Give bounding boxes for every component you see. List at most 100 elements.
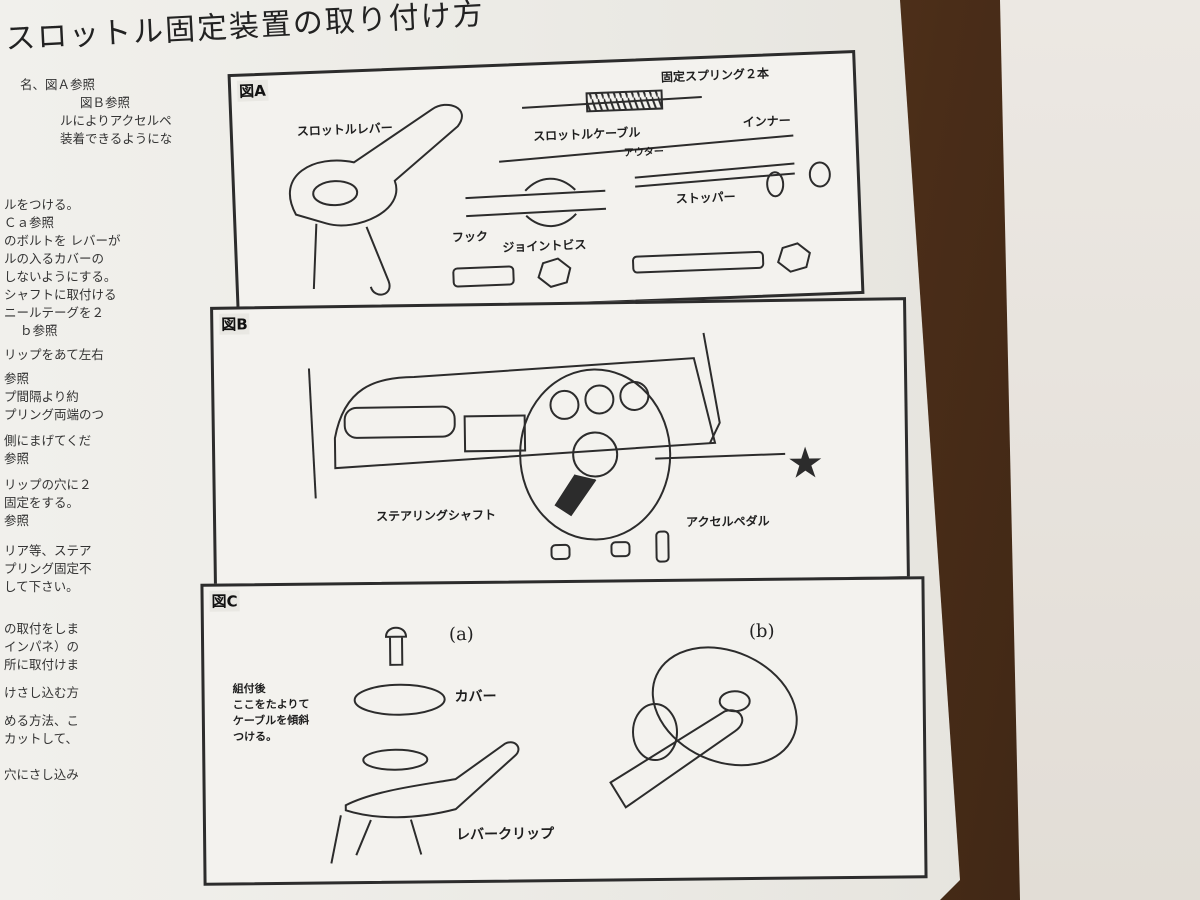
sub-figure-a-label: (a) <box>448 623 474 646</box>
text-line: 図Ｂ参照 <box>80 95 131 110</box>
a-pillar-right <box>703 333 720 443</box>
inner-label: インナー <box>742 113 792 130</box>
pointer-line <box>655 454 785 459</box>
text-line: カットして、 <box>4 731 79 746</box>
nut-large <box>777 243 810 272</box>
pedal-3 <box>656 531 668 561</box>
cover-label: カバー <box>454 688 497 706</box>
figure-a-drawing <box>231 53 862 315</box>
text-line: インパネ）の <box>4 639 80 654</box>
star-icon <box>789 446 822 478</box>
figure-b-drawing <box>213 300 822 586</box>
joint-screw-short <box>453 266 514 286</box>
washer-disc <box>363 749 427 770</box>
steering-wheel <box>519 368 671 540</box>
text-line: ルの入るカバーの <box>4 251 105 266</box>
note-line: ここをたよりて <box>232 697 310 712</box>
note-line: ケーブルを傾斜 <box>232 713 310 728</box>
text-line: して下さい。 <box>4 579 79 594</box>
text-line: 所に取付けま <box>4 657 80 672</box>
gauge-2 <box>585 385 613 413</box>
lever-hub <box>313 180 358 206</box>
stopper-label: ストッパー <box>675 189 736 207</box>
text-line: プリング両端のつ <box>4 407 105 422</box>
cable-stub <box>331 815 342 863</box>
clip-arms <box>356 820 421 856</box>
figure-c-drawing <box>203 579 924 883</box>
text-line: ルによりアクセルペ <box>60 113 172 128</box>
text-line: Ｃａ参照 <box>4 215 55 230</box>
throttle-cable-line <box>499 135 794 161</box>
figure-b-label: 図B <box>219 313 250 335</box>
text-line: プ間隔より約 <box>4 389 79 404</box>
text-line: 参照 <box>4 451 30 466</box>
assembly-note: 組付後 ここをたよりて ケーブルを傾斜 つける。 <box>232 681 309 746</box>
stopper-ring-2 <box>809 162 830 187</box>
lever-clip-shape <box>345 742 519 818</box>
a-pillar-left <box>309 368 316 498</box>
text-line: プリング固定不 <box>4 561 92 576</box>
note-line: つける。 <box>232 730 278 744</box>
document-title: スロットル固定装置の取り付け方 <box>4 0 486 57</box>
dashboard-outline <box>334 358 715 468</box>
steering-wheel-b <box>634 625 816 787</box>
note-line: 組付後 <box>232 682 266 696</box>
glovebox <box>344 406 454 438</box>
text-line: 側にまげてくだ <box>4 433 92 448</box>
bolt-shape <box>386 628 406 665</box>
hub-b <box>720 691 750 711</box>
joint-screw-label: ジョイントビス <box>502 237 587 255</box>
text-line: ｂ参照 <box>20 323 58 338</box>
figure-a-panel: 図A スロットルレバー 固定スプリング２本 スロットルケーブル インナー アウタ… <box>227 50 865 318</box>
pedal-1 <box>551 545 569 559</box>
text-line: シャフトに取付ける <box>4 287 117 302</box>
figure-c-panel: 図C (a) (b) カバー レバークリップ 組付後 ここをたよりて ケーブルを… <box>200 576 928 886</box>
lever-clip-label: レバークリップ <box>456 826 555 844</box>
stopper-shape <box>635 163 796 186</box>
gauge-1 <box>550 391 578 419</box>
text-line: の取付をしま <box>4 621 80 636</box>
text-line: リップの穴に２ <box>4 477 92 492</box>
text-line: 装着できるようにな <box>60 131 173 146</box>
text-line <box>0 596 200 614</box>
background-card <box>1000 0 1200 900</box>
figure-b-panel: 図B ステアリングシャフト アクセルペダル <box>210 297 910 589</box>
instruction-sheet: スロットル固定装置の取り付け方 名、図Ａ参照 図Ｂ参照 ルによりアクセルペ 装着… <box>0 0 960 900</box>
text-line: リップをあて左右 <box>4 347 104 362</box>
text-line: けさし込む方 <box>4 685 80 700</box>
text-line: ルをつける。 <box>4 197 80 212</box>
lever-clip-arms <box>311 221 390 297</box>
outer-label: アウター <box>623 146 665 159</box>
hook-shape <box>465 177 607 230</box>
sub-figure-b-label: (b) <box>748 620 775 643</box>
text-line: しないようにする。 <box>4 269 117 284</box>
text-line: 参照 <box>4 371 30 386</box>
text-line: 名、図Ａ参照 <box>20 77 96 92</box>
figure-c-label: 図C <box>209 590 240 612</box>
steering-shaft-label: ステアリングシャフト <box>375 507 497 524</box>
steering-shaft <box>555 475 596 516</box>
text-line: 穴にさし込み <box>4 767 79 782</box>
pedal-2 <box>611 542 629 556</box>
figure-a-label: 図A <box>236 79 269 102</box>
text-line: ニールテーグを２ <box>4 305 105 320</box>
hook-label: フック <box>451 229 489 245</box>
column-outline <box>610 710 743 807</box>
accel-pedal-label: アクセルペダル <box>686 514 770 530</box>
cover-disc <box>355 684 445 715</box>
text-line: 固定をする。 <box>4 495 80 510</box>
left-text-column: 名、図Ａ参照 図Ｂ参照 ルによりアクセルペ 装着できるようにな ルをつける。 Ｃ… <box>0 76 200 784</box>
text-line: 参照 <box>4 513 30 528</box>
steering-hub <box>573 432 618 477</box>
text-line: める方法、こ <box>4 713 80 728</box>
stopper-ring <box>767 172 784 197</box>
text-line: リア等、ステア <box>4 543 92 558</box>
gauge-3 <box>620 382 648 410</box>
column-end <box>633 704 678 760</box>
text-line <box>0 148 200 166</box>
joint-screw-long <box>633 252 764 273</box>
text-line: のボルトを レバーが <box>4 233 121 248</box>
nut-small <box>538 258 571 287</box>
fixing-spring-coil <box>587 90 663 111</box>
throttle-lever-shape <box>287 104 466 227</box>
